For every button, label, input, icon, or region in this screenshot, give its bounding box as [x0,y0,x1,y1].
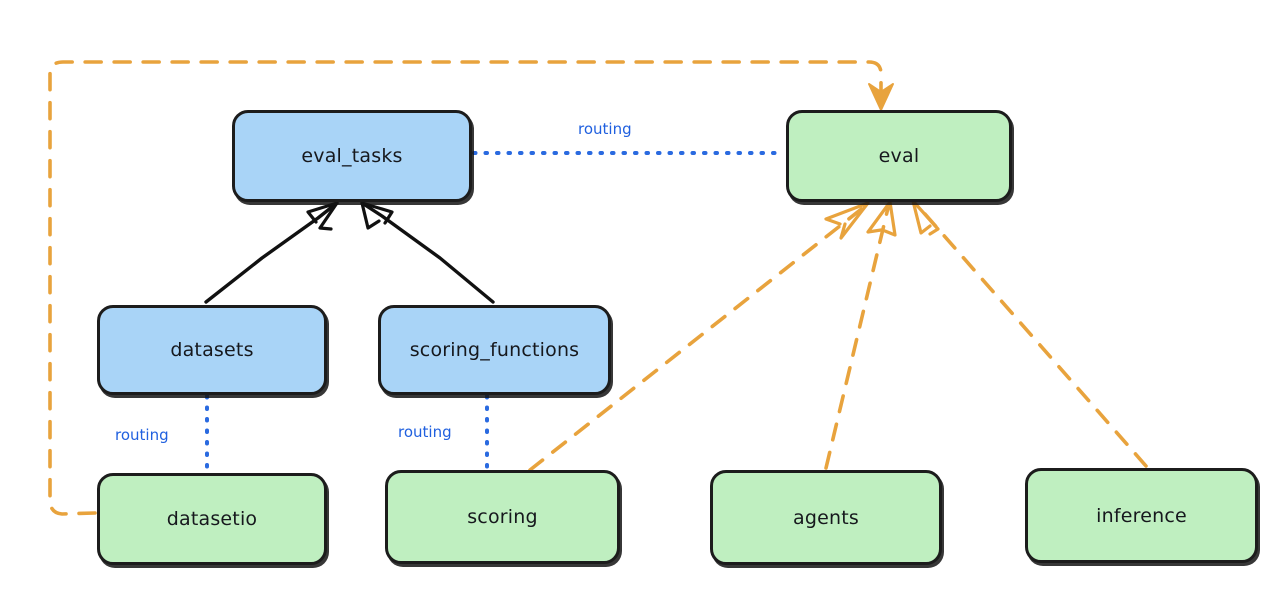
edge-label-datasetio-routing: routing [115,426,169,444]
node-scoring-label: scoring [467,506,538,528]
node-eval-tasks[interactable]: eval_tasks [232,110,472,202]
node-scoring-functions-label: scoring_functions [409,339,580,361]
node-datasetio[interactable]: datasetio [97,473,327,565]
node-datasetio-label: datasetio [166,508,258,530]
edge-label-eval-routing: routing [578,120,632,138]
node-eval[interactable]: eval [786,110,1012,202]
node-eval-tasks-label: eval_tasks [301,145,403,167]
edge-label-scoring-routing: routing [398,423,452,441]
edge-datasetio-to-eval [48,60,894,516]
node-datasets[interactable]: datasets [97,305,327,395]
edge-scoring-to-eval [528,201,870,472]
edge-inference-to-eval [911,199,1148,468]
node-agents-label: agents [793,506,859,529]
node-datasets-label: datasets [170,339,254,361]
edge-scoring_functions-to-eval_tasks [360,201,495,304]
edge-datasets-to-eval_tasks [204,201,339,304]
node-inference[interactable]: inference [1025,468,1258,563]
node-inference-label: inference [1096,504,1187,527]
node-eval-label: eval [878,145,920,167]
node-scoring-functions[interactable]: scoring_functions [378,305,611,395]
node-scoring[interactable]: scoring [385,470,620,564]
edge-agents-to-eval [824,200,897,470]
node-agents[interactable]: agents [710,470,942,565]
